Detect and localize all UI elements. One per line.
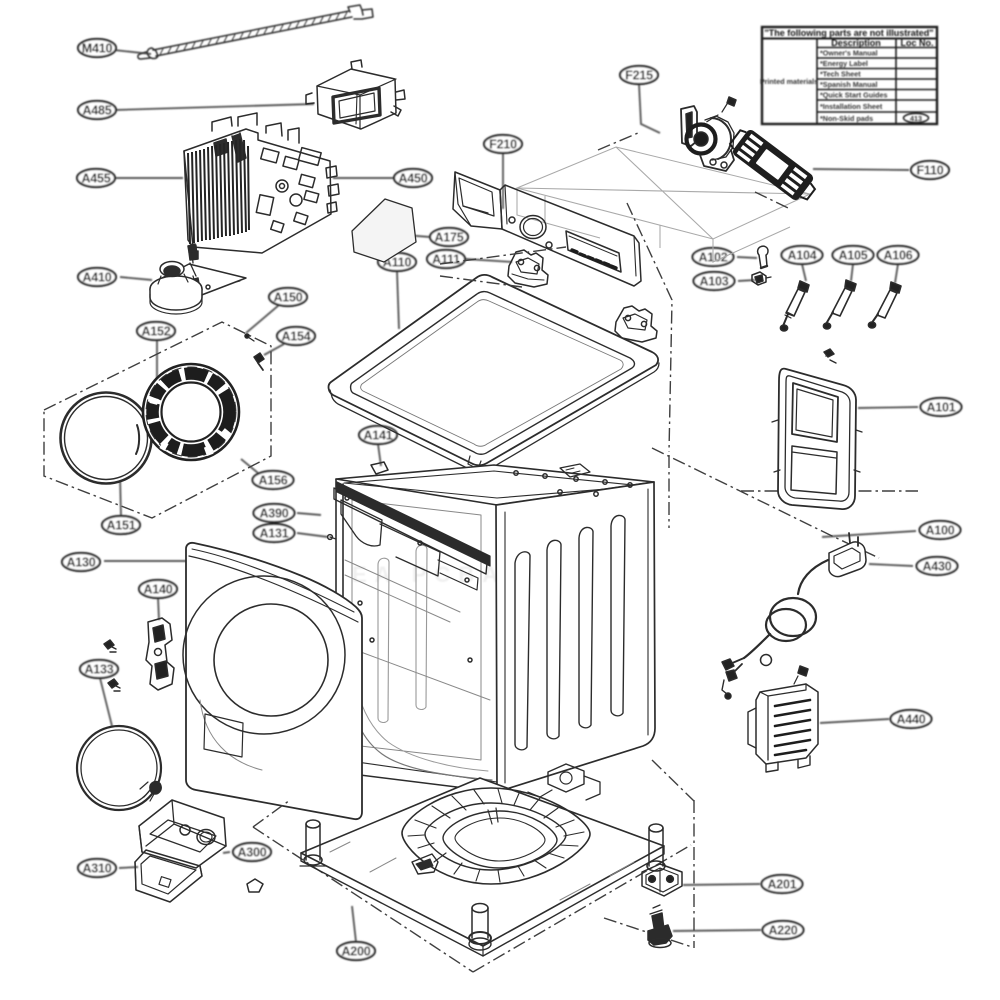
svg-text:A300: A300	[237, 846, 266, 860]
svg-text:*Energy Label: *Energy Label	[820, 59, 868, 68]
svg-text:A485: A485	[82, 104, 111, 118]
svg-text:A133: A133	[84, 663, 113, 677]
svg-text:A220: A220	[768, 924, 797, 938]
svg-text:*Spanish Manual: *Spanish Manual	[820, 80, 878, 89]
svg-text:*Owner's Manual: *Owner's Manual	[820, 49, 878, 58]
svg-text:A131: A131	[259, 527, 288, 541]
svg-text:Description: Description	[831, 38, 881, 48]
svg-text:*Quick Start Guides: *Quick Start Guides	[820, 91, 888, 100]
svg-text:A100: A100	[925, 524, 954, 538]
svg-text:A310: A310	[82, 862, 111, 876]
svg-text:A130: A130	[66, 556, 95, 570]
svg-text:A140: A140	[143, 583, 172, 597]
svg-text:"The following parts are not i: "The following parts are not illustrated…	[764, 28, 933, 38]
svg-text:Printed materials: Printed materials	[760, 77, 818, 86]
svg-text:A105: A105	[838, 249, 867, 263]
svg-text:A106: A106	[883, 249, 912, 263]
svg-text:A101: A101	[926, 401, 955, 415]
svg-text:F215: F215	[625, 69, 653, 83]
svg-text:A104: A104	[787, 249, 816, 263]
svg-text:Loc No.: Loc No.	[901, 38, 934, 48]
svg-text:A450: A450	[398, 172, 427, 186]
svg-text:A200: A200	[341, 945, 370, 959]
svg-text:A156: A156	[258, 474, 287, 488]
svg-text:A150: A150	[273, 291, 302, 305]
svg-text:*Installation Sheet: *Installation Sheet	[820, 102, 883, 111]
svg-text:A152: A152	[141, 325, 170, 339]
svg-text:A151: A151	[106, 519, 135, 533]
svg-text:413: 413	[910, 114, 922, 123]
svg-text:A430: A430	[922, 560, 951, 574]
svg-text:F210: F210	[489, 138, 517, 152]
svg-text:A390: A390	[259, 507, 288, 521]
svg-text:*Tech Sheet: *Tech Sheet	[820, 70, 861, 79]
svg-text:M410: M410	[82, 42, 113, 56]
svg-text:A440: A440	[896, 713, 925, 727]
svg-text:A455: A455	[81, 172, 110, 186]
svg-text:A175: A175	[434, 231, 463, 245]
svg-text:A111: A111	[432, 253, 460, 267]
svg-text:F110: F110	[916, 164, 943, 178]
svg-text:A154: A154	[281, 330, 310, 344]
svg-text:A103: A103	[699, 275, 728, 289]
svg-text:A410: A410	[82, 271, 111, 285]
svg-text:A201: A201	[767, 878, 796, 892]
svg-text:*Non-Skid pads: *Non-Skid pads	[820, 114, 873, 123]
svg-text:A141: A141	[363, 429, 392, 443]
